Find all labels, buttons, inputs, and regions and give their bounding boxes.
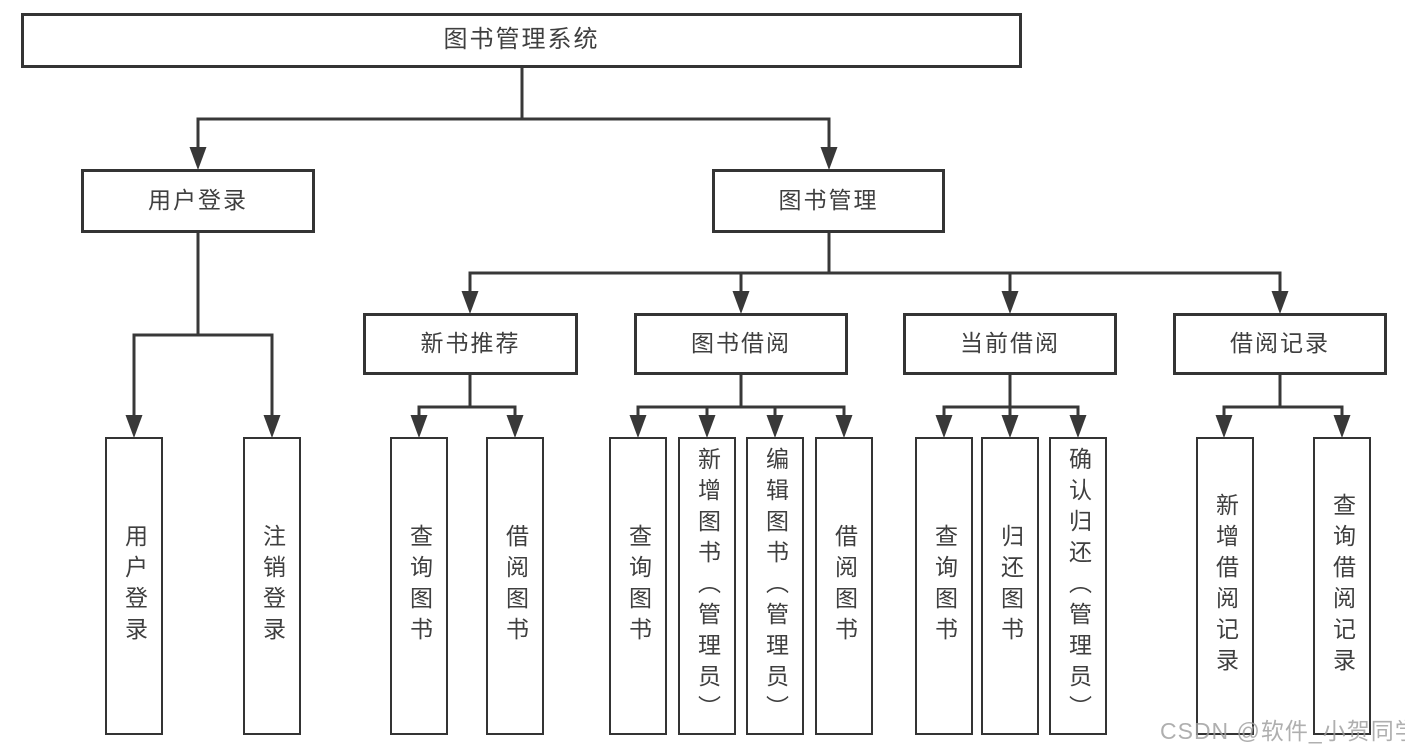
leaf-borrowing-borrow-books: 借阅图书 <box>815 437 873 735</box>
connector-borrowing-records-children <box>1215 373 1351 438</box>
node-book-borrowing: 图书借阅 <box>634 313 848 375</box>
connector-new-book-recommend-children <box>410 373 524 438</box>
leaf-edit-book-admin: 编辑图书（管理员） <box>746 437 804 735</box>
node-label: 新增借阅记录 <box>1212 493 1239 679</box>
leaf-return-books: 归还图书 <box>981 437 1039 735</box>
connector-book-management-children <box>461 231 1289 314</box>
leaf-query-borrow-record: 查询借阅记录 <box>1313 437 1371 735</box>
leaf-recommend-query-books: 查询图书 <box>390 437 448 735</box>
connector-book-borrowing-children <box>629 373 853 438</box>
node-label: 借阅记录 <box>1230 330 1330 357</box>
node-label: 借阅图书 <box>502 524 529 648</box>
leaf-add-book-admin: 新增图书（管理员） <box>678 437 736 735</box>
node-label: 用户登录 <box>121 524 148 648</box>
leaf-add-borrow-record: 新增借阅记录 <box>1196 437 1254 735</box>
leaf-logout: 注销登录 <box>243 437 301 735</box>
node-label: 查询图书 <box>625 524 652 648</box>
node-label: 新增图书（管理员） <box>694 446 721 726</box>
node-library-management-system: 图书管理系统 <box>21 13 1022 68</box>
leaf-current-query-books: 查询图书 <box>915 437 973 735</box>
node-label: 归还图书 <box>997 524 1024 648</box>
node-label: 借阅图书 <box>831 524 858 648</box>
leaf-confirm-return-admin: 确认归还（管理员） <box>1049 437 1107 735</box>
connector-root-to-level2 <box>189 66 838 170</box>
node-label: 图书管理系统 <box>443 26 600 54</box>
csdn-watermark: CSDN @软件_小贺同学 <box>1160 718 1405 744</box>
node-current-borrowing: 当前借阅 <box>903 313 1117 375</box>
node-label: 编辑图书（管理员） <box>762 446 789 726</box>
node-label: 注销登录 <box>259 524 286 648</box>
node-label: 当前借阅 <box>960 330 1060 357</box>
node-label: 新书推荐 <box>420 330 521 357</box>
node-book-management: 图书管理 <box>712 169 945 233</box>
node-label: 查询图书 <box>406 524 433 648</box>
node-label: 图书借阅 <box>691 330 791 357</box>
connector-user-login-children <box>125 231 281 438</box>
node-borrowing-records: 借阅记录 <box>1173 313 1387 375</box>
node-user-login: 用户登录 <box>81 169 315 233</box>
leaf-borrowing-query-books: 查询图书 <box>609 437 667 735</box>
node-label: 图书管理 <box>778 187 879 214</box>
node-label: 查询借阅记录 <box>1329 493 1356 679</box>
node-label: 查询图书 <box>931 524 958 648</box>
connector-current-borrowing-children <box>935 373 1087 438</box>
leaf-user-login: 用户登录 <box>105 437 163 735</box>
leaf-recommend-borrow-books: 借阅图书 <box>486 437 544 735</box>
node-label: 用户登录 <box>148 187 248 214</box>
node-new-book-recommend: 新书推荐 <box>363 313 578 375</box>
node-label: 确认归还（管理员） <box>1065 446 1092 726</box>
